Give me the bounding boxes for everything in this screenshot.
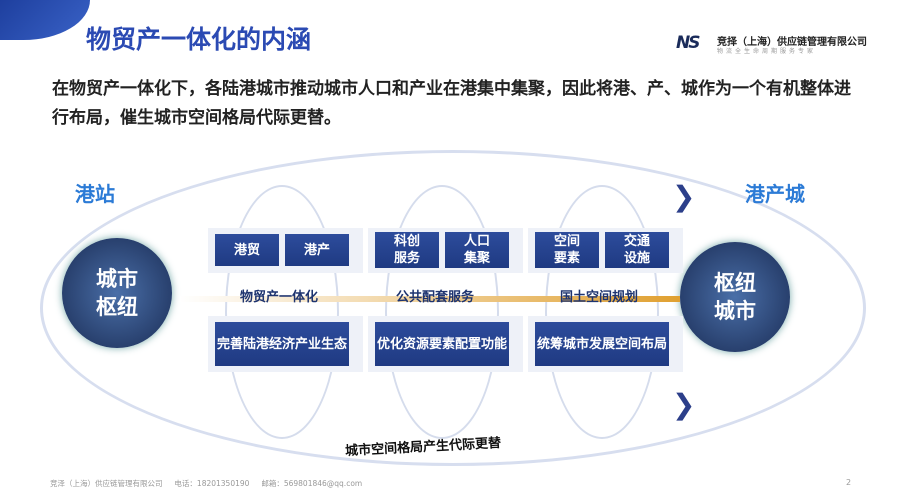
- page-title: 物贸产一体化的内涵: [86, 25, 312, 54]
- box-item: 港产: [285, 234, 349, 266]
- box-item: 统筹城市发展空间布局: [535, 322, 669, 366]
- column-label: 国土空间规划: [560, 290, 639, 305]
- box-item: 完善陆港经济产业生态: [215, 322, 349, 366]
- left-circle: 城市 枢纽: [62, 238, 172, 348]
- footer-company: 竞泽（上海）供应链管理有限公司: [50, 479, 163, 488]
- corner-decoration: [0, 0, 90, 40]
- chevron-right-icon: ❯: [672, 388, 696, 421]
- progress-arrow: [180, 296, 680, 302]
- intro-text: 在物贸产一体化下，各陆港城市推动城市人口和产业在港集中集聚，因此将港、产、城作为…: [52, 79, 851, 128]
- chevron-right-icon: ❯: [672, 180, 696, 213]
- orbit-ring: [385, 185, 499, 439]
- orbit-ellipse: [40, 150, 866, 466]
- right-circle: 枢纽 城市: [680, 242, 790, 352]
- company-logo: NS: [676, 33, 700, 53]
- company-name: 竞择（上海）供应链管理有限公司: [717, 37, 867, 48]
- column-label: 公共配套服务: [396, 290, 475, 305]
- right-label: 港产城: [745, 182, 805, 206]
- column-label: 物贸产一体化: [240, 290, 319, 305]
- box-item: 港贸: [215, 234, 279, 266]
- footer: 竞泽（上海）供应链管理有限公司 电话：18201350190 邮箱：569801…: [50, 478, 362, 489]
- footer-email: 邮箱：569801846@qq.com: [261, 479, 363, 488]
- orbit-ring: [545, 185, 659, 439]
- company-tagline: 物流全生命周期服务专家: [717, 48, 817, 55]
- page-number: 2: [846, 478, 852, 487]
- orbit-ring: [225, 185, 339, 439]
- left-label: 港站: [75, 182, 115, 206]
- box-item: 交通 设施: [605, 232, 669, 268]
- footer-phone: 电话：18201350190: [174, 479, 250, 488]
- box-item: 空间 要素: [535, 232, 599, 268]
- box-item: 优化资源要素配置功能: [375, 322, 509, 366]
- box-item: 人口 集聚: [445, 232, 509, 268]
- box-item: 科创 服务: [375, 232, 439, 268]
